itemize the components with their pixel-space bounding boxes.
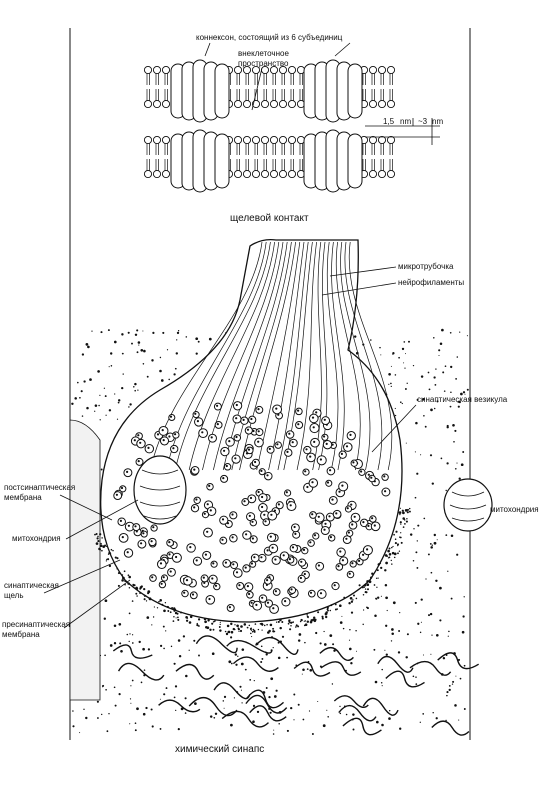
gap-junction-caption: щелевой контакт [230,213,309,224]
mitochondrion-right-label: митохондрия [490,505,539,514]
extracellular-label-2: пространство [238,59,289,68]
postsynaptic-cell [69,419,101,701]
presynaptic-pointer [63,579,131,629]
postsynaptic-membrane-label-1: постсинаптическая [4,483,75,492]
presynaptic-membrane-label-2: мембрана [2,630,40,639]
microtubule-label: микротрубочка [398,262,454,271]
neurofilament-pointer [321,282,397,296]
vesicle-label: синаптическая везикула [417,395,508,404]
chemical-synapse-caption: химический синапс [175,744,264,755]
dim-large-unit: nm [432,117,443,126]
presynaptic-membrane-label-1: пресинаптическая [2,620,70,629]
mitochondrion-left-pointer [65,499,139,540]
synaptic-cleft-label-2: щель [4,591,24,600]
dim-small-unit: nm [400,117,411,126]
neurofilament-label: нейрофиламенты [398,278,464,287]
microtubule-pointer [329,266,397,277]
mitochondrion-left [133,455,187,525]
connexon-pointer [204,42,211,57]
mitochondrion-right [443,478,493,532]
postsynaptic-membrane-label-2: мембрана [4,493,42,502]
extracellular-pointer [251,67,263,111]
dim-large-value: ~3 [418,117,428,126]
synaptic-cleft-dots [94,507,411,635]
synaptic-vesicles [113,401,391,614]
postsynaptic-pointer [59,494,113,521]
mitochondrion-left-label: митохондрия [12,534,61,543]
chemical-synapse-diagram: микротрубочка нейрофиламенты синаптическ… [2,238,539,755]
dim-small-value: 1,5 [383,117,395,126]
surrounding-tissue [70,328,480,736]
synaptic-cleft-pointer [43,559,121,594]
synaptic-cleft-label-1: синаптическая [4,581,59,590]
vesicle-pointer [371,404,417,453]
dimension-markers [365,118,440,145]
connexon-pointer-right [334,42,351,57]
connexon-label: коннексон, состоящий из 6 субъединиц [196,33,343,42]
extracellular-label-1: внеклеточное [238,49,289,58]
connexon-channels [170,59,363,193]
gap-junction-diagram: коннексон, состоящий из 6 субъединиц вне… [143,33,443,224]
